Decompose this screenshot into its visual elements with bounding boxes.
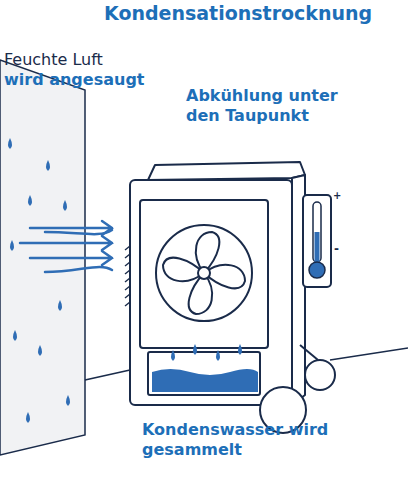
plus-sign: + — [333, 190, 347, 203]
air-intake-grille — [125, 246, 130, 306]
floor-line — [330, 348, 408, 360]
water-drops — [8, 138, 70, 423]
cooling-label: Abkühlung unter den Taupunkt — [186, 86, 346, 126]
air-label: wird angesaugt — [4, 70, 154, 90]
air-label: Feuchte Luft — [4, 50, 134, 70]
dehumidifier-housing — [130, 162, 305, 405]
title: Kondensationstrocknung — [104, 2, 372, 26]
condensate-label: Kondenswasser wird gesammelt — [142, 420, 362, 460]
thermometer — [303, 195, 331, 287]
fan — [156, 225, 252, 321]
floor-line — [85, 370, 130, 380]
condensate-drops — [171, 344, 242, 361]
condensate-water — [152, 369, 258, 392]
wheels — [260, 345, 335, 433]
air-flow-arrows — [20, 221, 112, 272]
minus-sign: - — [334, 242, 348, 257]
